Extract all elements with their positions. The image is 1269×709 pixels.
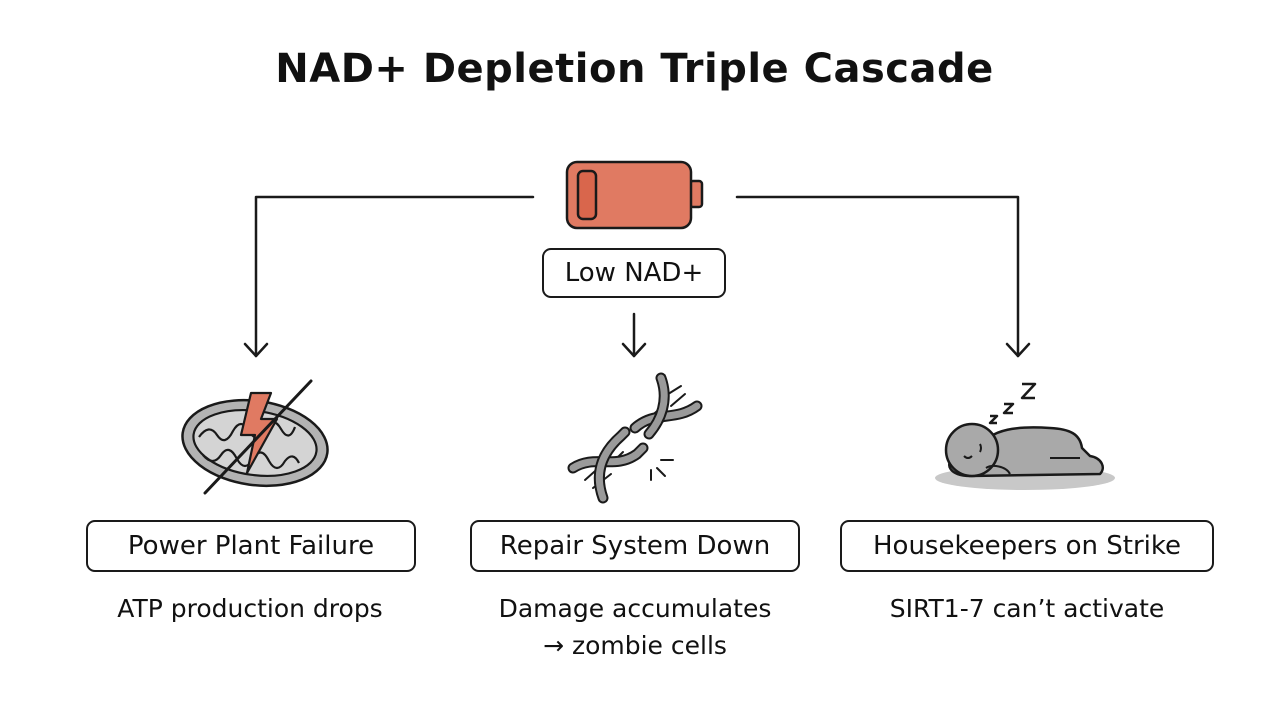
- arrowhead-center: [621, 342, 647, 358]
- branch-box-power-plant: Power Plant Failure: [86, 520, 416, 572]
- arrowhead-left: [243, 342, 269, 358]
- branch-label: Repair System Down: [499, 531, 771, 561]
- description-line: Damage accumulates: [498, 594, 772, 623]
- center-label-box: Low NAD+: [542, 248, 726, 298]
- branch-box-housekeepers: Housekeepers on Strike: [840, 520, 1214, 572]
- broken-mitochondria-icon: [181, 379, 329, 495]
- branch-box-repair-system: Repair System Down: [470, 520, 800, 572]
- low-battery-icon: [565, 160, 704, 230]
- connector-left: [254, 195, 535, 358]
- description-line: ATP production drops: [117, 594, 383, 623]
- description-line: SIRT1-7 can’t activate: [889, 594, 1165, 623]
- branch-label: Housekeepers on Strike: [873, 531, 1181, 561]
- branch-description-repair-system: Damage accumulates → zombie cells: [440, 590, 830, 664]
- branch-description-housekeepers: SIRT1-7 can’t activate: [830, 590, 1224, 627]
- sleeping-person-icon: [935, 382, 1115, 490]
- branch-label: Power Plant Failure: [127, 531, 375, 561]
- connector-right: [735, 195, 1020, 358]
- arrowhead-right: [1005, 342, 1031, 358]
- branch-description-power-plant: ATP production drops: [60, 590, 440, 627]
- center-label: Low NAD+: [564, 258, 704, 288]
- broken-dna-icon: [567, 372, 703, 504]
- description-line: → zombie cells: [543, 631, 727, 660]
- diagram-title: NAD+ Depletion Triple Cascade: [275, 46, 994, 92]
